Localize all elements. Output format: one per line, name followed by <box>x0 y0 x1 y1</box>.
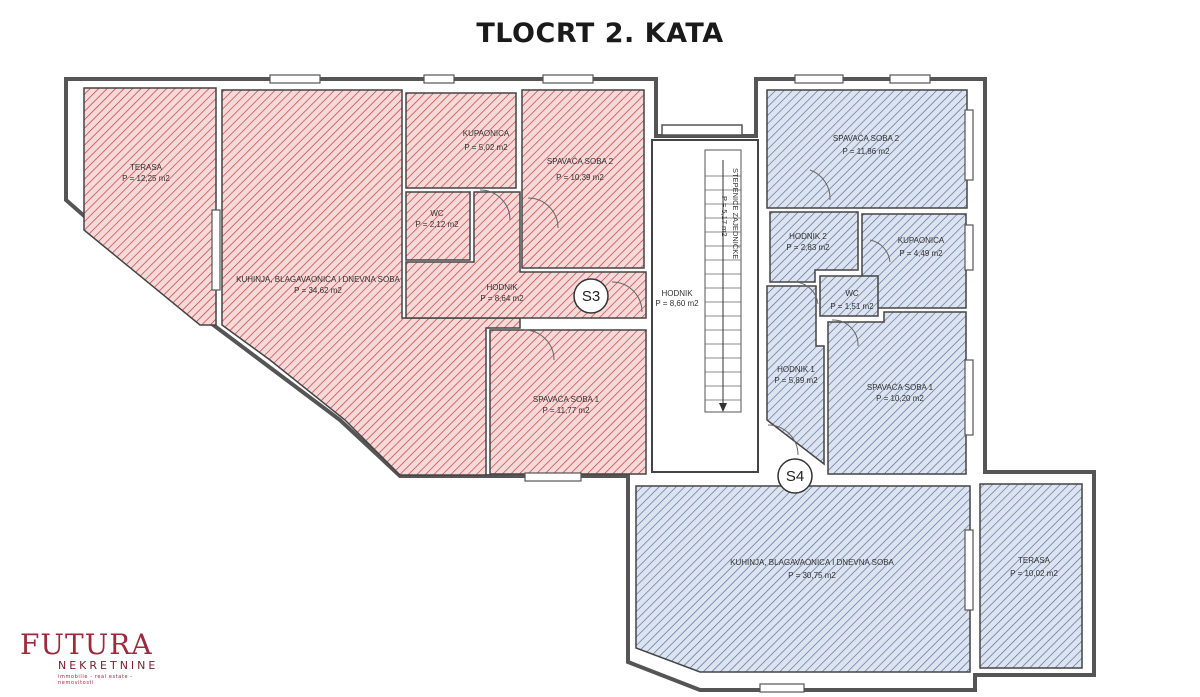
room-name: WC <box>845 289 859 298</box>
s3-terasa <box>83 87 217 326</box>
futura-logo: FUTURA NEKRETNINE immobilie - real estat… <box>20 628 170 687</box>
s4-marker: S4 <box>786 468 804 485</box>
room-name: SPAVAĆA SOBA 2 <box>833 134 900 143</box>
room-area: P = 34,62 m2 <box>294 286 342 295</box>
s3-soba2 <box>521 89 645 269</box>
room-area: P = 10,39 m2 <box>556 173 604 182</box>
room-name: KUHINJA, BLAGAVAONICA I DNEVNA SOBA <box>730 558 894 567</box>
page-title: TLOCRT 2. KATA <box>476 18 724 49</box>
s4-soba2 <box>766 89 968 209</box>
logo-wordmark: FUTURA <box>20 628 153 661</box>
stairwell <box>651 124 759 473</box>
doors <box>479 169 891 456</box>
room-name: SPAVAĆA SOBA 1 <box>867 383 934 392</box>
room-name: WC <box>430 209 444 218</box>
s3-kupaonica <box>405 92 517 189</box>
room-area: P = 11,77 m2 <box>542 406 590 415</box>
s3-kuhinja <box>221 89 521 476</box>
room-area: P = 8,60 m2 <box>655 299 699 308</box>
s4-marker-circle <box>777 458 813 494</box>
room-name: TERASA <box>130 163 163 172</box>
room-area: P = 11,86 m2 <box>842 147 890 156</box>
room-area: P = 5,89 m2 <box>774 376 818 385</box>
logo-tagline: immobilie - real estate - nemovitosti <box>58 674 133 686</box>
s3-marker: S3 <box>582 288 600 305</box>
windows <box>211 74 974 693</box>
room-name: SPAVAĆA SOBA 1 <box>533 395 600 404</box>
apartment-s4 <box>635 89 1083 673</box>
room-area: P = 1,51 m2 <box>830 302 874 311</box>
room-name: HODNIK 1 <box>777 365 815 374</box>
stair-label: STEPENICE ZAJEDNIČKE <box>731 168 740 259</box>
room-name: SPAVAĆA SOBA 2 <box>547 157 614 166</box>
room-name: KUPAONICA <box>463 129 510 138</box>
apartment-s3 <box>83 87 647 476</box>
s4-hodnik1 <box>766 285 825 466</box>
stair-area: P = 5,17 m2 <box>720 196 729 237</box>
room-name: TERASA <box>1018 556 1051 565</box>
room-area: P = 10,20 m2 <box>876 394 924 403</box>
s4-soba1 <box>827 311 967 475</box>
s4-kuhinja <box>635 485 971 673</box>
room-area: P = 2,83 m2 <box>786 243 830 252</box>
s4-hodnik2 <box>769 211 859 283</box>
room-area: P = 12,25 m2 <box>122 174 170 183</box>
room-area: P = 30,75 m2 <box>788 571 836 580</box>
room-area: P = 5,02 m2 <box>464 143 508 152</box>
s3-wc <box>405 191 471 261</box>
room-name: KUHINJA, BLAGAVAONICA I DNEVNA SOBA <box>236 275 400 284</box>
room-name: KUPAONICA <box>898 236 945 245</box>
room-area: P = 8,64 m2 <box>480 294 524 303</box>
logo-subtitle: NEKRETNINE <box>58 659 159 672</box>
room-name: HODNIK <box>486 283 518 292</box>
s4-terasa <box>979 483 1083 669</box>
s3-marker-circle <box>573 278 609 314</box>
s4-wc <box>819 275 879 317</box>
room-area: P = 4,49 m2 <box>899 249 943 258</box>
room-area: P = 10,02 m2 <box>1010 569 1058 578</box>
room-name: HODNIK 2 <box>789 232 827 241</box>
s4-kupaonica <box>861 213 967 309</box>
room-name: HODNIK <box>661 289 693 298</box>
room-area: P = 2,12 m2 <box>415 220 459 229</box>
